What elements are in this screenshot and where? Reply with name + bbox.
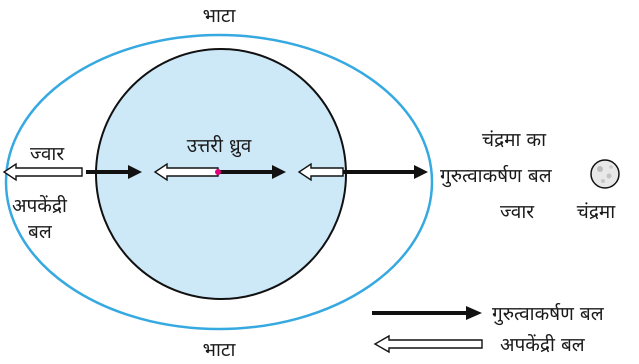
left-centrifugal-label-line2: बल bbox=[28, 221, 53, 243]
left-high-tide-label: ज्वार bbox=[30, 143, 65, 165]
north-pole-label: उत्तरी ध्रुव bbox=[187, 134, 252, 158]
legend-gravity-label: गुरुत्वाकर्षण बल bbox=[492, 302, 605, 326]
right-gravity-arrow bbox=[343, 165, 428, 179]
moon-icon bbox=[590, 159, 620, 189]
legend-centrifugal-label: अपकेंद्री बल bbox=[500, 333, 586, 356]
moon-gravity-label-line1: चंद्रमा का bbox=[482, 129, 547, 151]
left-centrifugal-label-line1: अपकेंद्री bbox=[12, 194, 68, 217]
ocean-bulge-ellipse bbox=[4, 33, 434, 331]
left-gravity-arrow bbox=[86, 165, 142, 179]
center-gravity-arrow bbox=[218, 165, 286, 179]
legend-centrifugal-arrow bbox=[373, 334, 483, 354]
top-low-tide-label: भाटा bbox=[203, 5, 237, 27]
center-centrifugal-arrow bbox=[153, 162, 219, 182]
moon-label: चंद्रमा bbox=[577, 201, 617, 223]
north-pole-dot bbox=[215, 169, 221, 175]
bottom-low-tide-label: भाटा bbox=[203, 339, 237, 361]
right-high-tide-label: ज्वार bbox=[500, 201, 535, 223]
left-centrifugal-arrow bbox=[2, 162, 83, 182]
legend-gravity-arrow bbox=[372, 306, 482, 320]
moon-gravity-label-line2: गुरुत्वाकर्षण बल bbox=[440, 164, 553, 188]
right-centrifugal-arrow bbox=[297, 162, 344, 182]
